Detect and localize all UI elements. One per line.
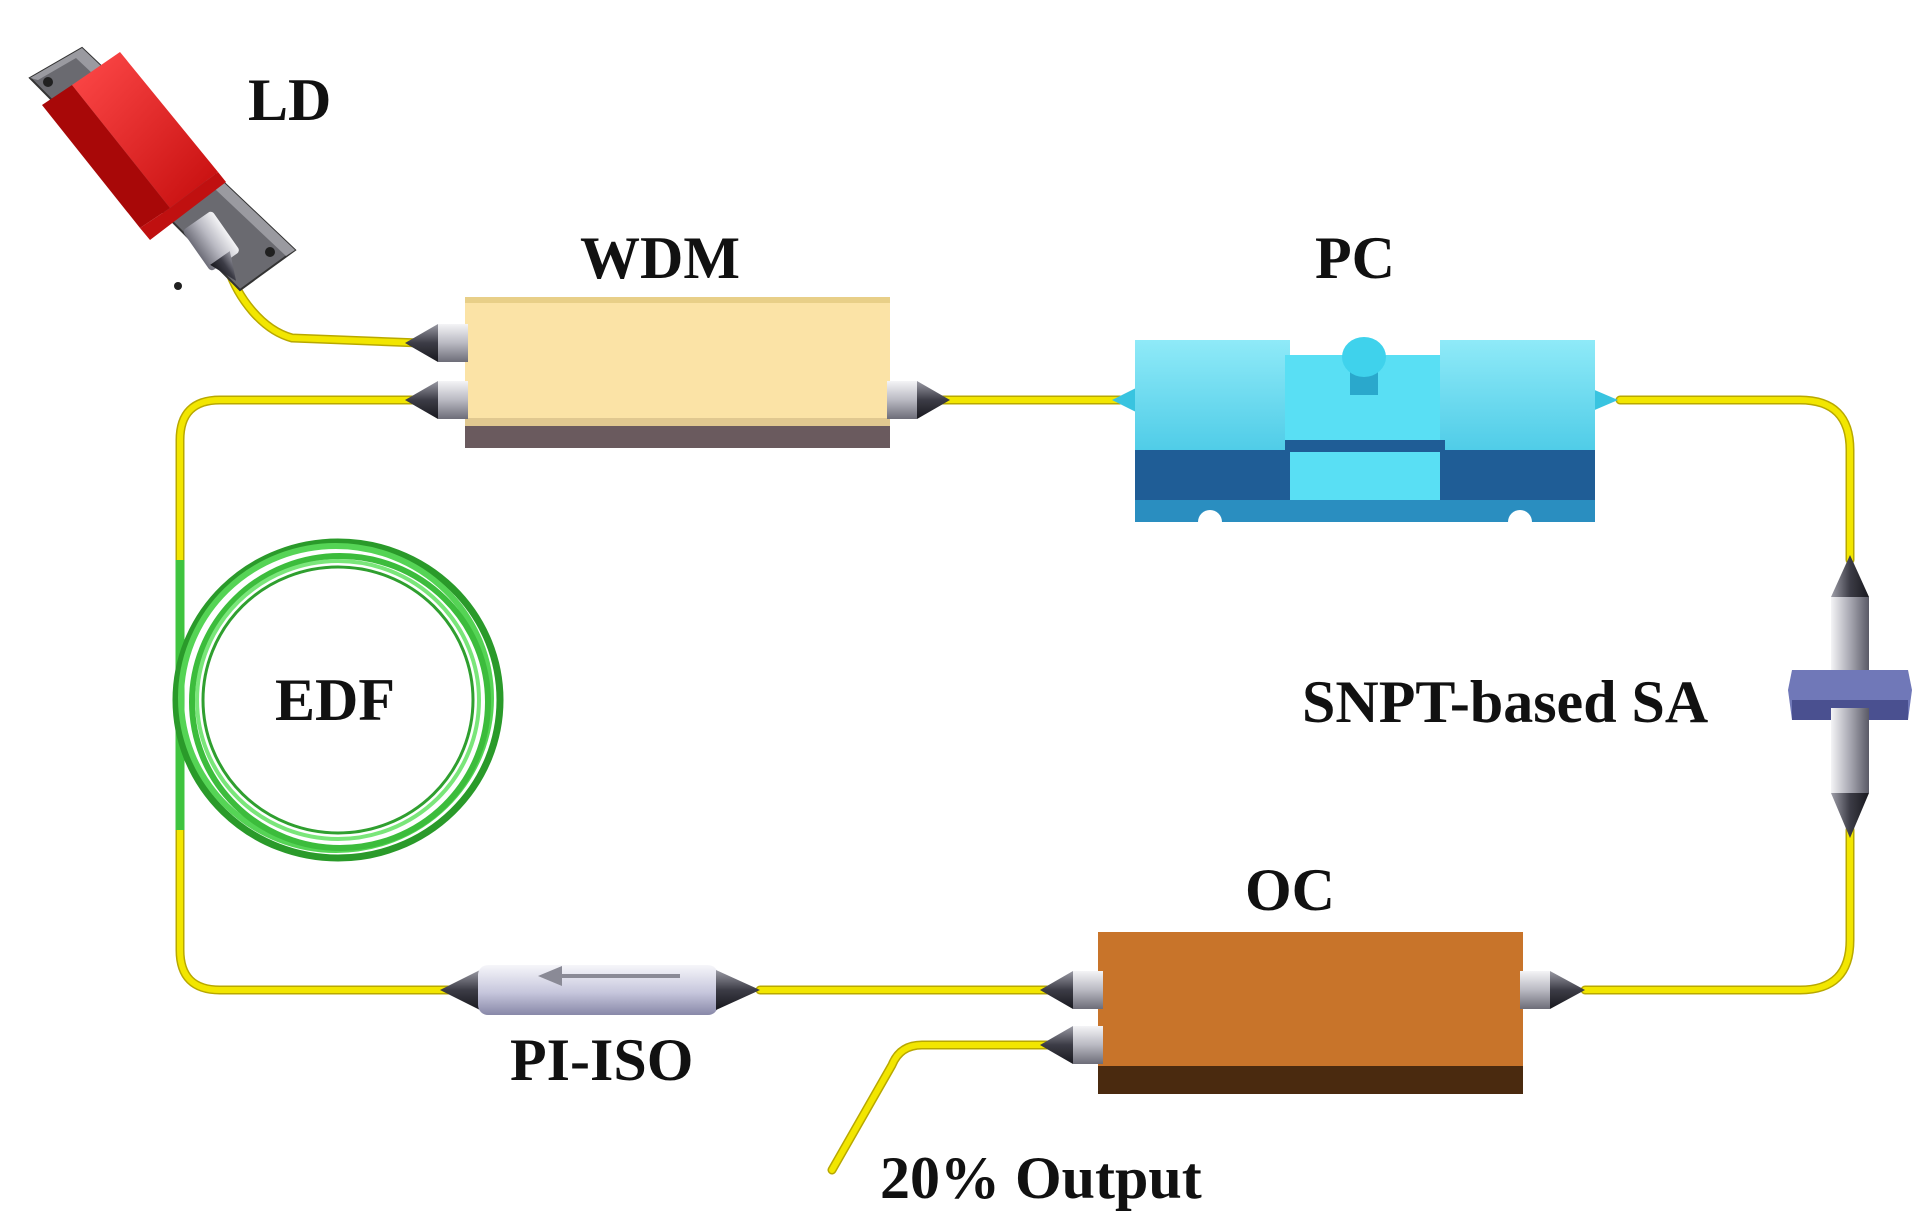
label-edf: EDF	[275, 667, 395, 733]
pc-center-stripe	[1285, 440, 1445, 452]
pc-base	[1135, 500, 1595, 522]
pc-knob	[1342, 337, 1386, 377]
fiber-ld-to-wdm-shadow	[223, 263, 425, 348]
sa-top-tip	[1831, 555, 1869, 597]
ld-connector-tip	[210, 251, 237, 281]
pc-right-taper	[1590, 388, 1618, 412]
edf-loop-3	[189, 553, 491, 851]
ld-body-side	[42, 85, 170, 228]
oc-port-1-ferrule	[1073, 971, 1103, 1009]
ld-screw	[265, 247, 275, 257]
ld-screw	[43, 77, 53, 87]
fiber-pc-sa	[1617, 397, 1853, 563]
saturable-absorber	[1788, 555, 1912, 838]
ld-body-top	[72, 52, 218, 208]
iso-body	[478, 965, 718, 1015]
ld-base-plate-top	[30, 48, 295, 256]
polarization-controller	[1112, 337, 1618, 534]
oc-port-3-ferrule	[1520, 971, 1550, 1009]
iso-right-tip	[716, 970, 760, 1010]
pc-right-dark	[1440, 450, 1595, 500]
sa-bottom-ferrule	[1831, 708, 1869, 793]
wdm-highlight	[465, 418, 890, 426]
pc-base-notch	[1198, 510, 1222, 534]
wdm-top-edge	[465, 297, 890, 305]
laser-diode	[28, 46, 297, 292]
iso-left-tip	[440, 970, 480, 1010]
fiber-sa-oc-shadow	[1580, 825, 1855, 995]
oc-port-3-tip	[1550, 971, 1585, 1009]
wdm-bottom	[465, 426, 890, 448]
edf-loop-1	[172, 538, 504, 862]
edf-loop-4	[195, 559, 481, 841]
sa-top-ferrule	[1831, 597, 1869, 682]
sa-bottom-tip	[1831, 793, 1869, 838]
wdm-port-2-ferrule	[438, 381, 468, 419]
wdm-port-3-ferrule	[887, 381, 917, 419]
arrow-left-icon	[538, 966, 680, 986]
label-oc: OC	[1245, 857, 1335, 923]
fiber-sa-oc	[1582, 827, 1853, 993]
label-wdm: WDM	[580, 225, 740, 291]
pc-left-dark	[1135, 450, 1290, 500]
fiber-ld-to-wdm	[225, 265, 423, 346]
label-ld: LD	[248, 67, 331, 133]
ld-body-front	[140, 172, 226, 240]
oc-base	[1098, 1066, 1523, 1094]
label-sa: SNPT-based SA	[1302, 669, 1708, 735]
wdm-coupler	[405, 297, 950, 448]
oc-body	[1098, 932, 1523, 1067]
edf-loop-5	[201, 565, 475, 835]
fiber-pc-sa-shadow	[1615, 395, 1855, 565]
wdm-port-2-tip	[405, 381, 438, 419]
fiber-output	[829, 1042, 1053, 1173]
wdm-port-1-ferrule	[438, 324, 468, 362]
oc-port-1-tip	[1040, 971, 1073, 1009]
oc-port-2-tip	[1040, 1026, 1073, 1064]
label-iso: PI-ISO	[510, 1027, 693, 1093]
wdm-port-1-tip	[405, 324, 438, 362]
pc-base-notch	[1508, 510, 1532, 534]
label-pc: PC	[1315, 225, 1395, 291]
wdm-body	[465, 303, 890, 426]
output-coupler	[1040, 932, 1585, 1094]
oc-port-2-ferrule	[1073, 1026, 1103, 1064]
isolator	[440, 965, 760, 1015]
ld-screw	[174, 282, 182, 290]
wdm-port-3-tip	[917, 381, 950, 419]
pc-left-taper	[1112, 388, 1136, 412]
edf-coil	[172, 538, 504, 862]
label-output: 20% Output	[880, 1145, 1202, 1211]
